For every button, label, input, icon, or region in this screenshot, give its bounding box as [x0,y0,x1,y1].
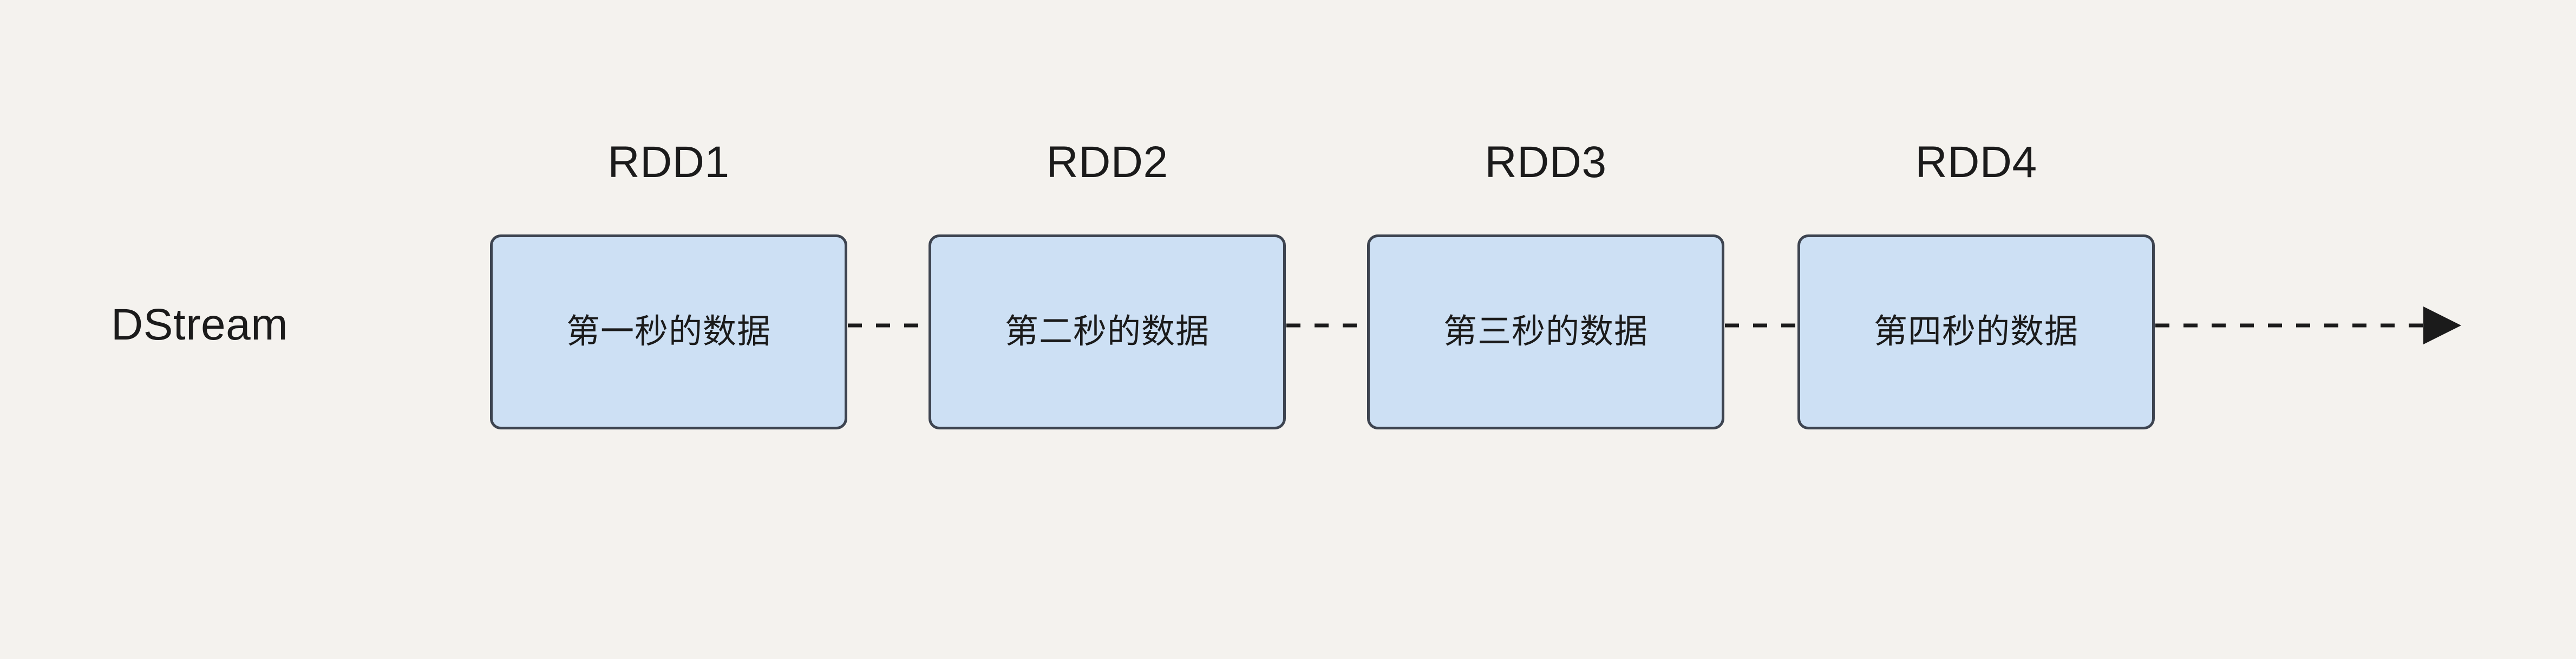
rdd-box-4-text: 第四秒的数据 [1873,313,2078,350]
rdd-label-1: RDD1 [607,138,730,187]
rdd-label-4: RDD4 [1915,138,2037,187]
rdd-box-3-text: 第三秒的数据 [1443,313,1648,350]
rdd-box-2[interactable]: 第二秒的数据 [929,234,1286,429]
rdd-box-4[interactable]: 第四秒的数据 [1797,234,2155,429]
rdd-label-2: RDD2 [1046,138,1168,187]
rdd-box-1-text: 第一秒的数据 [566,313,771,350]
dstream-label: DStream [111,300,289,349]
rdd-box-1[interactable]: 第一秒的数据 [490,234,847,429]
rdd-box-3[interactable]: 第三秒的数据 [1367,234,1724,429]
rdd-box-2-text: 第二秒的数据 [1004,313,1209,350]
rdd-label-3: RDD3 [1485,138,1607,187]
